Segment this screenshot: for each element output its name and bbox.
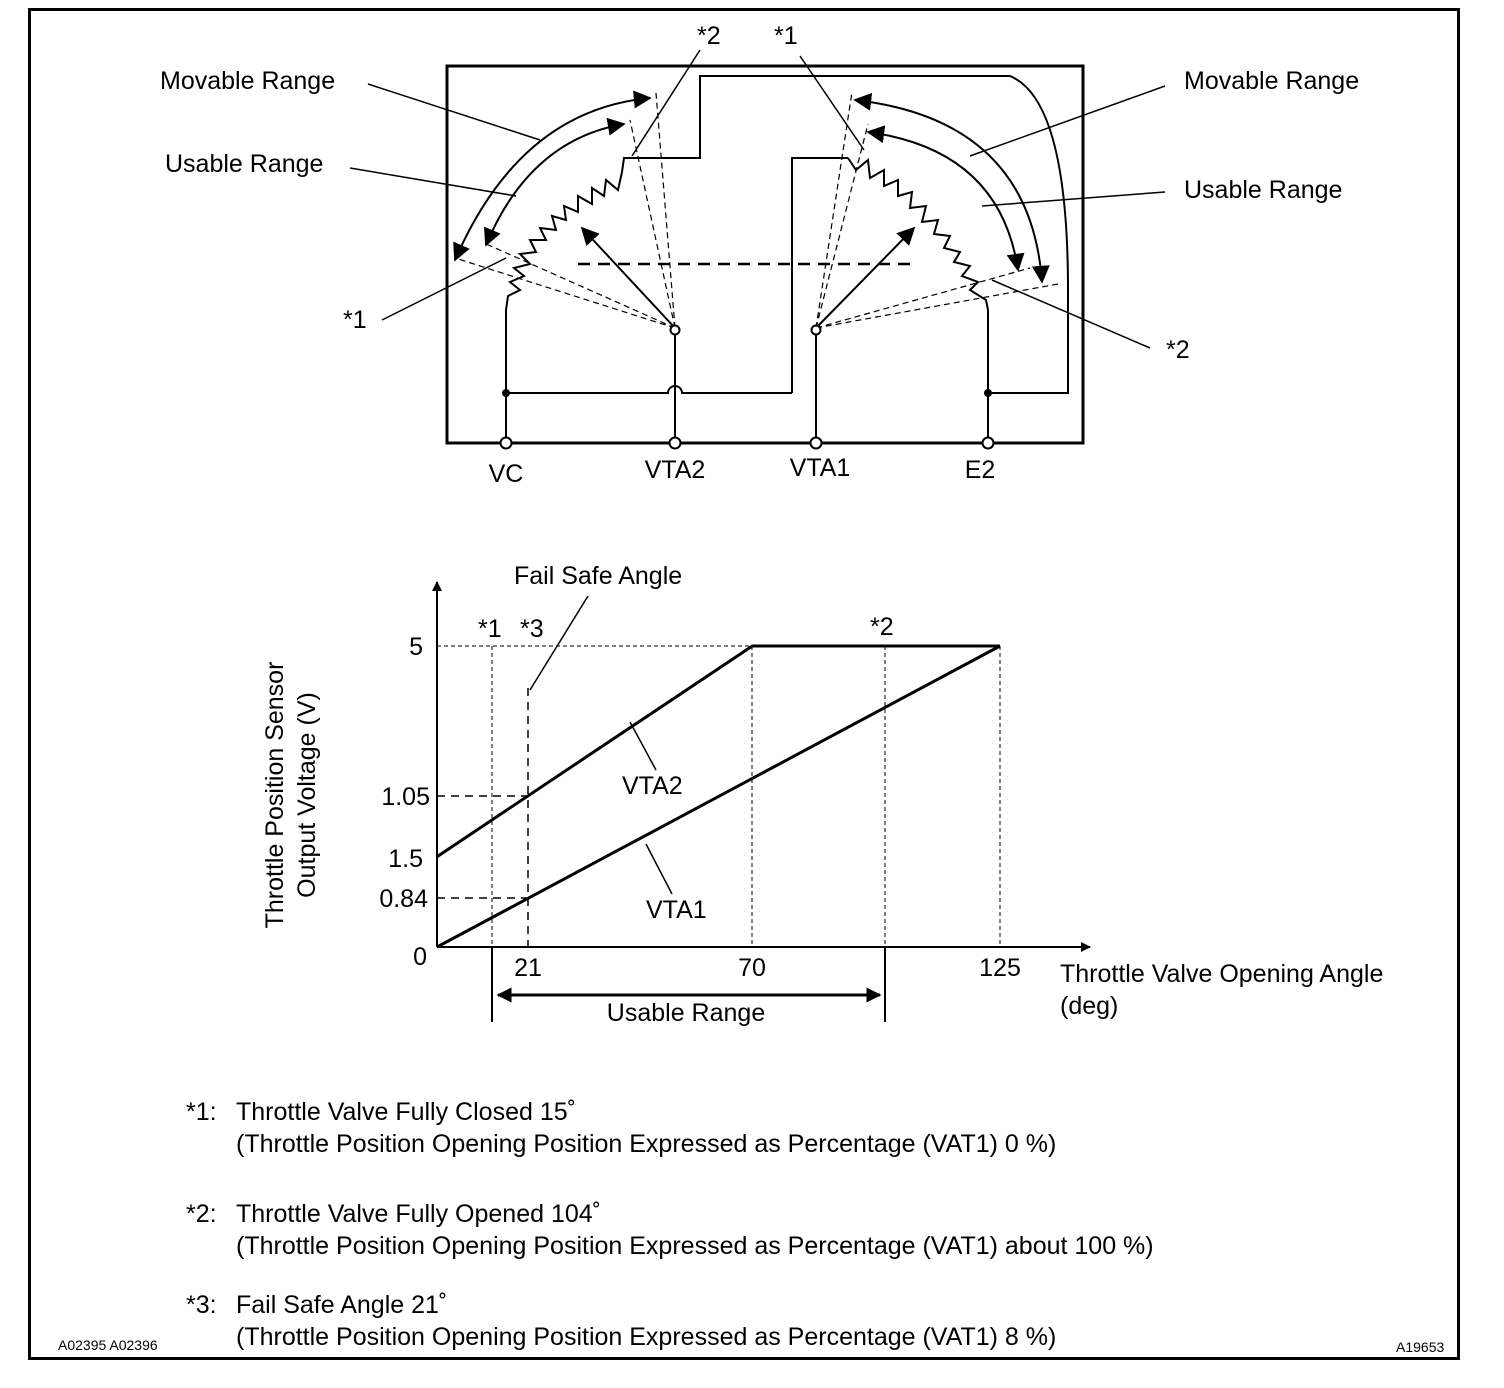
note-3: *3: Fail Safe Angle 21˚ (Throttle Positi… bbox=[186, 1290, 1286, 1354]
leader-fail-safe bbox=[529, 595, 589, 691]
wiper-pivot-vta1 bbox=[810, 324, 822, 336]
y-tick-1-5: 1.5 bbox=[388, 845, 423, 873]
leader-vta1 bbox=[645, 843, 673, 895]
note-2-tag: *2: bbox=[186, 1200, 217, 1228]
leader-left-usable bbox=[349, 167, 517, 197]
right-movable-label: Movable Range bbox=[1184, 67, 1359, 95]
terminal-label-vc: VC bbox=[489, 460, 524, 488]
top-left-marker-label: *2 bbox=[697, 22, 721, 50]
series-line-vta2 bbox=[436, 644, 1000, 858]
wire-e2-arc bbox=[988, 75, 1069, 394]
series-line-vta1 bbox=[436, 644, 1001, 949]
note-3-line2: (Throttle Position Opening Position Expr… bbox=[236, 1323, 1057, 1351]
terminal-label-vta2: VTA2 bbox=[645, 456, 706, 484]
right-resistor bbox=[847, 157, 989, 311]
note-2: *2: Throttle Valve Fully Opened 104˚ (Th… bbox=[186, 1199, 1286, 1263]
note-1-line2: (Throttle Position Opening Position Expr… bbox=[236, 1130, 1057, 1158]
sensor-housing bbox=[445, 64, 1085, 445]
footer-right-ref: A19653 bbox=[1396, 1339, 1445, 1355]
leader-left-marker bbox=[381, 257, 507, 321]
note-2-line1: Throttle Valve Fully Opened 104˚ bbox=[236, 1200, 602, 1228]
ray-left-3 bbox=[629, 119, 676, 329]
note-3-line1: Fail Safe Angle 21˚ bbox=[236, 1291, 448, 1319]
output-voltage-chart: Usable Range VTA2 VTA1 Fail Safe Angle *… bbox=[261, 562, 1383, 1027]
series-label-vta2: VTA2 bbox=[622, 772, 683, 800]
vta2-wiper-arrow bbox=[580, 226, 676, 329]
wiper-pivot-vta2 bbox=[669, 324, 681, 336]
leader-top-left-marker bbox=[631, 49, 701, 157]
leader-right-marker bbox=[991, 279, 1151, 349]
ray-left-2 bbox=[483, 242, 676, 329]
wire-vta1-top bbox=[791, 157, 848, 393]
x-axis-label-line2: (deg) bbox=[1060, 992, 1118, 1020]
chart-marker-3: *3 bbox=[520, 615, 544, 643]
terminal-e2 bbox=[981, 436, 995, 450]
junction-e2 bbox=[984, 389, 992, 397]
y-tick-0: 0 bbox=[413, 943, 427, 971]
right-marker-label: *2 bbox=[1166, 336, 1190, 364]
leader-left-movable bbox=[367, 83, 541, 141]
terminal-vc bbox=[499, 436, 513, 450]
x-tick-125: 125 bbox=[979, 954, 1021, 982]
terminal-vta2 bbox=[668, 436, 682, 450]
note-3-tag: *3: bbox=[186, 1291, 217, 1319]
left-resistor bbox=[505, 171, 623, 311]
left-usable-label: Usable Range bbox=[165, 150, 323, 178]
figure-frame bbox=[28, 8, 1460, 1360]
usable-range-label: Usable Range bbox=[607, 999, 765, 1027]
note-1: *1: Throttle Valve Fully Closed 15˚ (Thr… bbox=[186, 1097, 1286, 1161]
fail-safe-label: Fail Safe Angle bbox=[514, 562, 682, 590]
leader-right-usable bbox=[981, 191, 1166, 207]
ray-left-4 bbox=[655, 92, 676, 329]
right-usable-label: Usable Range bbox=[1184, 176, 1342, 204]
series-label-vta1: VTA1 bbox=[646, 896, 707, 924]
x-tick-70: 70 bbox=[738, 954, 766, 982]
left-usable-arc bbox=[483, 117, 626, 247]
x-tick-21: 21 bbox=[514, 954, 542, 982]
note-1-line1: Throttle Valve Fully Closed 15˚ bbox=[236, 1098, 576, 1126]
terminal-label-e2: E2 bbox=[965, 456, 996, 484]
y-axis-label-line1: Throttle Position Sensor bbox=[261, 662, 289, 929]
left-marker-label: *1 bbox=[343, 306, 367, 334]
y-tick-0-84: 0.84 bbox=[379, 885, 428, 913]
junction-vc bbox=[502, 389, 510, 397]
chart-marker-2: *2 bbox=[870, 613, 894, 641]
terminal-vta1 bbox=[809, 436, 823, 450]
top-right-marker-label: *1 bbox=[774, 22, 798, 50]
left-movable-label: Movable Range bbox=[160, 67, 335, 95]
x-axis-label-line1: Throttle Valve Opening Angle bbox=[1060, 960, 1383, 988]
wire-vc-bus bbox=[506, 385, 792, 394]
ray-left-1 bbox=[454, 257, 676, 329]
chart-marker-1: *1 bbox=[478, 615, 502, 643]
ray-right-3 bbox=[815, 267, 1031, 329]
footer-left-ref: A02395 A02396 bbox=[58, 1337, 158, 1353]
leader-right-movable bbox=[969, 85, 1166, 157]
leader-vta2 bbox=[629, 721, 657, 771]
note-2-line2: (Throttle Position Opening Position Expr… bbox=[236, 1232, 1154, 1260]
y-tick-1-05: 1.05 bbox=[381, 783, 430, 811]
note-1-tag: *1: bbox=[186, 1098, 217, 1126]
y-tick-5: 5 bbox=[409, 633, 423, 661]
sensor-circuit: VC VTA2 VTA1 E2 Movable Range Usable Ran… bbox=[160, 22, 1359, 488]
right-movable-arc bbox=[853, 92, 1050, 284]
right-usable-arc bbox=[866, 125, 1025, 272]
terminal-label-vta1: VTA1 bbox=[790, 454, 851, 482]
leader-top-right-marker bbox=[799, 55, 865, 151]
y-axis-label-line2: Output Voltage (V) bbox=[293, 692, 321, 898]
